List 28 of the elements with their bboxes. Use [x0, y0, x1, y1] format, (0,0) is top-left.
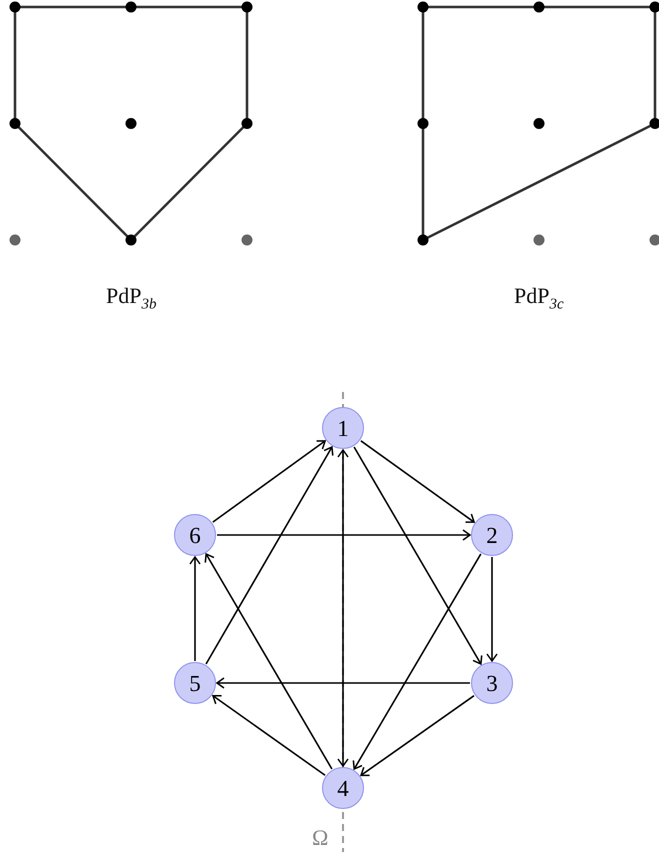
vertex-number: 3: [486, 672, 498, 694]
arrow: [212, 694, 326, 776]
vertex-number: 2: [486, 524, 498, 546]
vertex-number: 1: [337, 416, 349, 440]
arrow: [353, 446, 482, 665]
polygon-name: PdP$_{3c}$: [514, 283, 564, 314]
arrow: [189, 556, 201, 661]
vertex-circle: [174, 514, 216, 556]
arrow: [217, 529, 471, 541]
axis-label: Ω: [312, 825, 328, 851]
vertex-circle: [174, 662, 216, 704]
arrow: [360, 695, 474, 776]
vertex-circle: [322, 407, 364, 449]
vertex-circle: [471, 662, 513, 704]
arrow: [337, 449, 349, 767]
arrow: [360, 440, 475, 523]
arrow: [216, 677, 470, 689]
vertex-circle: [471, 514, 513, 556]
arrow: [486, 557, 498, 662]
arrow: [205, 446, 334, 664]
vertex-number: 4: [337, 776, 349, 800]
arrow: [352, 554, 482, 770]
polygon-name: PdP$_{3b}$: [106, 283, 156, 314]
arrow: [204, 553, 333, 770]
vertex-number: 6: [189, 524, 201, 546]
arrow: [212, 440, 326, 523]
vertex-number: 5: [189, 672, 201, 694]
vertex-circle: [322, 767, 364, 809]
